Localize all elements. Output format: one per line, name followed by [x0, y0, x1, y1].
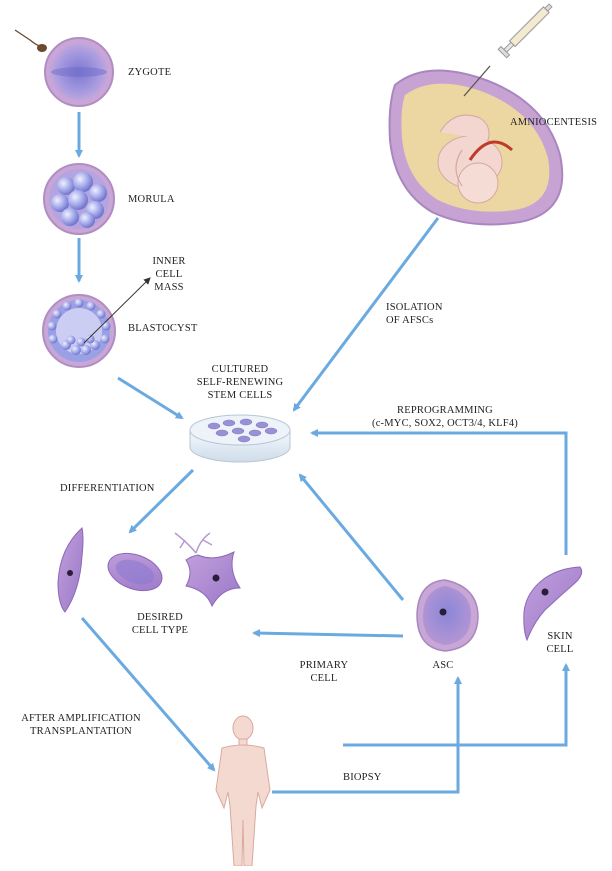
label-amniocentesis: AMNIOCENTESIS — [510, 116, 597, 129]
arrow-primary-to-desired — [254, 633, 403, 636]
label-inner-cell-mass: INNER CELL MASS — [149, 255, 189, 294]
label-blastocyst: BLASTOCYST — [128, 322, 198, 335]
label-skin-cell: SKIN CELL — [540, 630, 580, 656]
label-desired-cell-type: DESIRED CELL TYPE — [120, 611, 200, 637]
label-isolation-of-afscs: ISOLATION OF AFSCs — [386, 301, 443, 327]
neuron-cell — [175, 533, 240, 606]
arrow-cell-to-human — [82, 618, 214, 770]
zygote-cell — [45, 38, 113, 106]
arrow-dish-to-differentiation — [130, 470, 193, 532]
asc-cell — [417, 580, 478, 651]
label-primary-cell: PRIMARY CELL — [294, 659, 354, 685]
label-cultured-stem-cells: CULTURED SELF-RENEWING STEM CELLS — [188, 363, 292, 402]
morula-cell — [44, 164, 114, 234]
label-after-amplification-transplantation: AFTER AMPLIFICATION TRANSPLANTATION — [16, 712, 146, 738]
arrow-human-to-skin — [343, 665, 566, 745]
womb-illustration — [390, 70, 563, 224]
label-reprogramming: REPROGRAMMING (c-MYC, SOX2, OCT3/4, KLF4… — [350, 404, 540, 430]
sperm-icon — [15, 30, 47, 52]
label-asc: ASC — [428, 659, 458, 672]
arrow-blastocyst-to-dish — [118, 378, 182, 418]
human-figure-icon — [216, 716, 270, 866]
label-biopsy: BIOPSY — [343, 771, 382, 784]
label-zygote: ZYGOTE — [128, 66, 171, 79]
spindle-cell — [58, 528, 83, 612]
label-differentiation: DIFFERENTIATION — [60, 482, 155, 495]
arrow-asc-to-dish — [300, 475, 403, 600]
petri-dish — [190, 415, 290, 462]
blastocyst-cell — [43, 295, 115, 367]
oval-cell — [103, 546, 167, 597]
label-morula: MORULA — [128, 193, 175, 206]
